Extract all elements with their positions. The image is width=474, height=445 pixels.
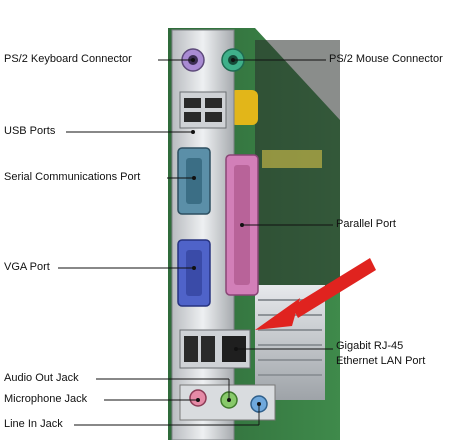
label-ps2-mouse: PS/2 Mouse Connector	[329, 53, 443, 65]
label-ps2-keyboard: PS/2 Keyboard Connector	[4, 53, 132, 65]
serial-port	[177, 147, 211, 215]
label-serial-port: Serial Communications Port	[4, 171, 141, 183]
label-gigabit-line2: Ethernet LAN Port	[336, 355, 426, 367]
usb-ports	[179, 91, 227, 129]
label-parallel-port: Parallel Port	[336, 218, 396, 230]
label-microphone: Microphone Jack	[4, 393, 88, 405]
leader-dots	[191, 58, 261, 406]
leader-lines	[58, 59, 333, 426]
capacitor	[230, 90, 258, 125]
red-arrow	[255, 258, 376, 330]
label-vga-port: VGA Port	[4, 261, 50, 273]
board-component	[262, 150, 322, 168]
label-usb-ports: USB Ports	[4, 125, 56, 137]
label-gigabit-line1: Gigabit RJ-45	[336, 340, 404, 352]
vga-port	[177, 239, 211, 307]
audio-panel	[179, 384, 276, 421]
label-audio-out: Audio Out Jack	[4, 372, 79, 384]
label-line-in: Line In Jack	[4, 418, 63, 430]
